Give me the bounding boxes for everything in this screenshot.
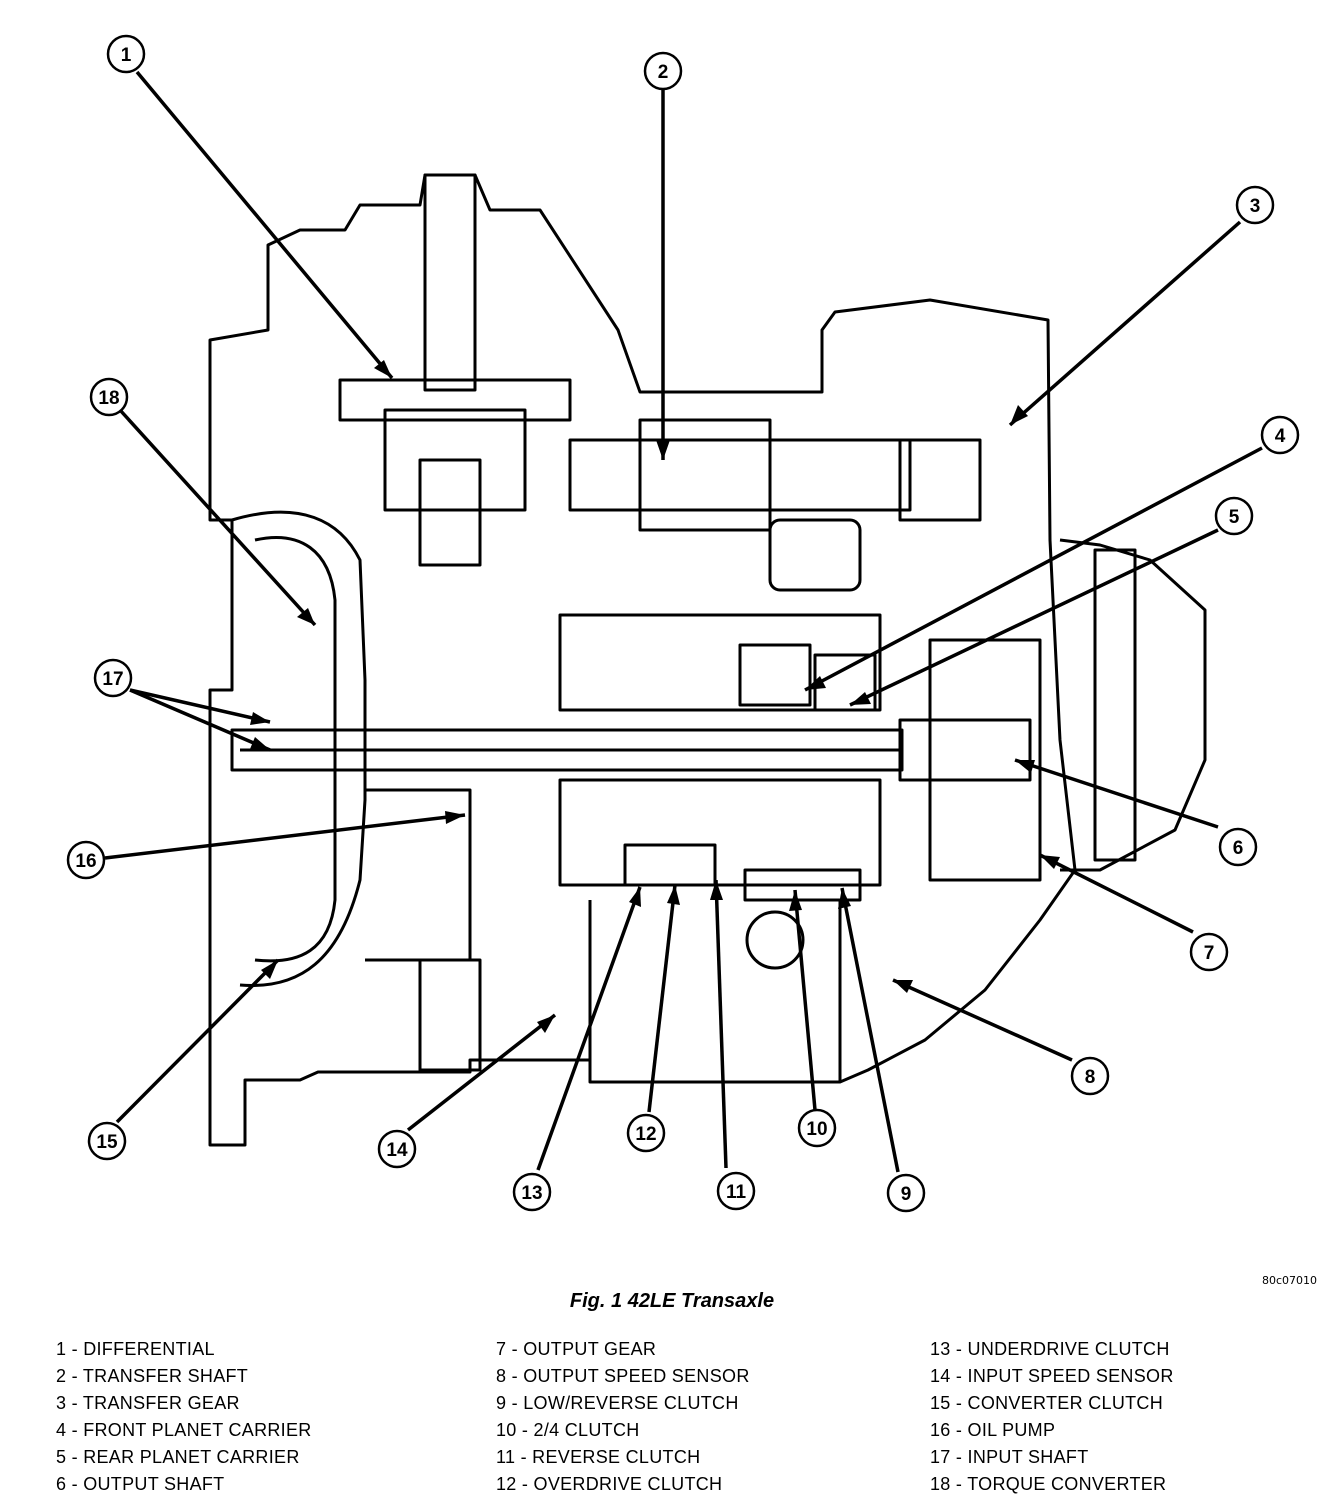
callout-16: 16: [66, 840, 106, 880]
legend-item: 1 - DIFFERENTIAL: [56, 1339, 215, 1359]
legend-item: 5 - REAR PLANET CARRIER: [56, 1447, 300, 1467]
callout-3: 3: [1235, 185, 1275, 225]
legend-item: 2 - TRANSFER SHAFT: [56, 1366, 249, 1386]
leader-line-10: [793, 889, 817, 1111]
callout-10: 10: [797, 1108, 837, 1148]
legend-column-3: 13 - UNDERDRIVE CLUTCH 14 - INPUT SPEED …: [930, 1336, 1174, 1498]
callout-1: 1: [106, 34, 146, 74]
svg-text:16: 16: [75, 851, 96, 872]
leader-line-8: [892, 978, 1073, 1062]
leader-arrowheads: [250, 360, 1060, 1033]
figure-reference-code: 80c07010: [1262, 1274, 1318, 1287]
leader-line-14: [406, 1013, 557, 1132]
callout-2: 2: [643, 51, 683, 91]
svg-text:17: 17: [102, 669, 123, 690]
callouts: 1 2 3 4 5 6 7 8 9 10 11 12 13 14 15 16 1…: [66, 34, 1300, 1213]
callout-18: 18: [89, 377, 129, 417]
callout-8: 8: [1070, 1056, 1110, 1096]
legend-item: 4 - FRONT PLANET CARRIER: [56, 1420, 312, 1440]
legend-item: 16 - OIL PUMP: [930, 1420, 1056, 1440]
figure-caption: Fig. 1 42LE Transaxle: [569, 1290, 775, 1312]
svg-text:10: 10: [806, 1119, 827, 1140]
legend-item: 15 - CONVERTER CLUTCH: [930, 1393, 1164, 1413]
svg-text:12: 12: [635, 1124, 656, 1145]
legend-item: 12 - OVERDRIVE CLUTCH: [496, 1474, 723, 1494]
leader-line-5: [849, 528, 1219, 707]
leader-line-7: [1039, 853, 1194, 934]
callout-14: 14: [377, 1129, 417, 1169]
legend-item: 13 - UNDERDRIVE CLUTCH: [930, 1339, 1170, 1359]
leader-line-11: [714, 879, 728, 1169]
leader-line-13: [536, 886, 642, 1171]
svg-text:9: 9: [901, 1184, 912, 1205]
callout-6: 6: [1218, 827, 1258, 867]
legend-item: 11 - REVERSE CLUTCH: [496, 1447, 701, 1467]
callout-11: 11: [716, 1171, 756, 1211]
leader-lines: [104, 70, 1263, 1173]
transaxle-drawing: [208, 173, 1207, 1147]
svg-text:15: 15: [96, 1132, 118, 1153]
svg-text:4: 4: [1275, 426, 1286, 447]
svg-text:7: 7: [1204, 943, 1215, 964]
svg-text:3: 3: [1250, 196, 1261, 217]
legend-item: 14 - INPUT SPEED SENSOR: [930, 1366, 1174, 1386]
svg-text:13: 13: [521, 1183, 542, 1204]
leader-line-12: [647, 884, 677, 1113]
legend-item: 17 - INPUT SHAFT: [930, 1447, 1089, 1467]
legend-item: 10 - 2/4 CLUTCH: [496, 1420, 640, 1440]
svg-text:1: 1: [121, 45, 132, 66]
leader-line-17a: [129, 688, 271, 724]
svg-text:5: 5: [1229, 507, 1240, 528]
leader-line-6: [1014, 758, 1219, 829]
callout-5: 5: [1214, 496, 1254, 536]
callout-9: 9: [886, 1173, 926, 1213]
legend-item: 6 - OUTPUT SHAFT: [56, 1474, 225, 1494]
legend-item: 8 - OUTPUT SPEED SENSOR: [496, 1366, 750, 1386]
callout-15: 15: [87, 1121, 127, 1161]
legend-column-2: 7 - OUTPUT GEAR 8 - OUTPUT SPEED SENSOR …: [496, 1336, 750, 1498]
transaxle-cutaway-diagram: 1 2 3 4 5 6 7 8 9 10 11 12 13 14 15 16 1…: [66, 34, 1300, 1213]
legend-item: 3 - TRANSFER GEAR: [56, 1393, 240, 1413]
leader-line-18: [118, 408, 317, 627]
legend-column-1: 1 - DIFFERENTIAL 2 - TRANSFER SHAFT 3 - …: [56, 1336, 312, 1498]
svg-text:8: 8: [1085, 1067, 1096, 1088]
svg-text:2: 2: [658, 62, 669, 83]
legend-item: 7 - OUTPUT GEAR: [496, 1339, 657, 1359]
callout-7: 7: [1189, 932, 1229, 972]
svg-text:11: 11: [726, 1182, 747, 1203]
leader-line-3: [1008, 220, 1242, 427]
legend-item: 9 - LOW/REVERSE CLUTCH: [496, 1393, 739, 1413]
callout-13: 13: [512, 1172, 552, 1212]
callout-12: 12: [626, 1113, 666, 1153]
leader-line-16: [104, 813, 466, 860]
svg-text:18: 18: [98, 388, 119, 409]
legend-item: 18 - TORQUE CONVERTER: [930, 1474, 1167, 1494]
leader-line-9: [840, 887, 900, 1173]
leader-line-17b: [129, 688, 271, 752]
leader-line-1: [135, 70, 394, 380]
callout-17: 17: [93, 658, 133, 698]
svg-text:14: 14: [386, 1140, 408, 1161]
callout-4: 4: [1260, 415, 1300, 455]
leader-line-4: [804, 446, 1263, 692]
leader-line-15: [115, 958, 280, 1124]
svg-text:6: 6: [1233, 838, 1244, 859]
